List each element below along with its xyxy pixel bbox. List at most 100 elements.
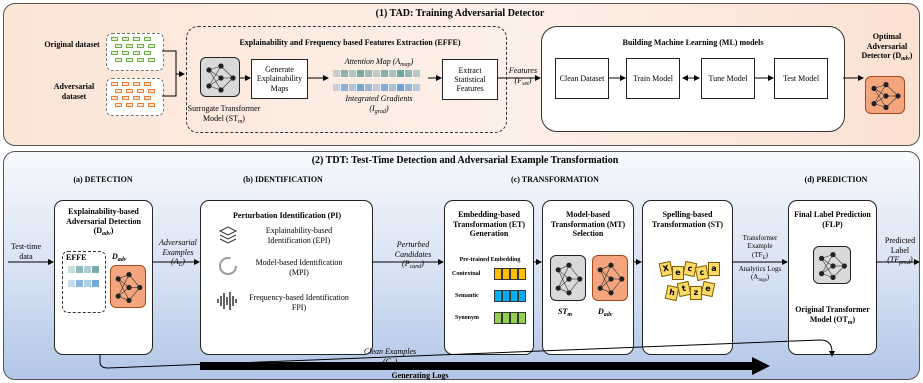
- optimal-detector-label: Optimal Adversarial Detector (Dadv): [861, 32, 913, 63]
- gradient-cell: [357, 84, 364, 91]
- st-title: Spelling-based Transformation (ST): [651, 210, 724, 229]
- tad-title: (1) TAD: Training Adversarial Detector: [375, 8, 545, 19]
- dataset-cell: [148, 44, 155, 48]
- gradient-cell: [397, 84, 404, 91]
- gradient-cell: [413, 84, 420, 91]
- generate-maps-box: Generate Explainability Maps: [251, 59, 308, 99]
- dataset-cell: [126, 89, 133, 93]
- igrad-label: (Igrad): [369, 104, 389, 115]
- predicted-label-text: Predicted Label (TFpred): [884, 236, 916, 267]
- embedding-cell: [494, 290, 502, 302]
- generating-logs-label: Generating Logs: [391, 371, 449, 380]
- embedding-cell: [502, 268, 510, 280]
- flp-title: Final Label Prediction (FLP): [794, 210, 871, 229]
- mt-dadv-icon: [592, 255, 628, 301]
- test-time-data-label: Test-time data: [10, 242, 42, 261]
- effe-cell: [68, 280, 75, 287]
- embedding-cell: [510, 312, 518, 324]
- dadv-icon: [110, 265, 146, 308]
- effe-cell: [84, 280, 91, 287]
- surrogate-model-icon: [200, 57, 240, 97]
- dataset-cell: [126, 58, 133, 62]
- contextual-label: Contextual: [452, 271, 481, 277]
- dataset-cell: [148, 58, 155, 62]
- dataset-cell: [111, 37, 118, 41]
- gradient-cell: [373, 84, 380, 91]
- dataset-cell: [144, 96, 151, 100]
- transformation-heading: (c) TRANSFORMATION: [511, 175, 599, 184]
- effe-mini-label: EFFE: [66, 253, 87, 262]
- attention-cell: [389, 70, 396, 77]
- embedding-cell: [502, 312, 510, 324]
- layers-icon: [218, 226, 238, 244]
- transformer-example-label: Transformer Example (TFE): [742, 234, 778, 261]
- optimal-detector-icon: [865, 76, 905, 114]
- dataset-cell: [111, 51, 118, 55]
- pi-box: [200, 200, 373, 355]
- ml-title: Building Machine Learning (ML) models: [622, 38, 764, 47]
- spinner-icon: [219, 257, 237, 275]
- gradient-cell: [381, 84, 388, 91]
- dataset-cell: [133, 51, 140, 55]
- dataset-cell: [148, 89, 155, 93]
- dataset-cell: [122, 51, 129, 55]
- stm-icon: [550, 255, 586, 301]
- mt-dadv-label: Dadv: [598, 307, 613, 318]
- et-title: Embedding-based Transformation (ET) Gene…: [452, 210, 526, 239]
- effe-cell: [92, 280, 99, 287]
- embedding-cell: [518, 290, 526, 302]
- attention-cell: [333, 70, 340, 77]
- dataset-cell: [137, 89, 144, 93]
- dataset-cell: [137, 58, 144, 62]
- dataset-cell: [137, 103, 144, 107]
- effe-cell: [92, 266, 99, 273]
- waveform-icon: [217, 292, 237, 310]
- dataset-cell: [122, 96, 129, 100]
- gradient-cell: [365, 84, 372, 91]
- dataset-cell: [115, 89, 122, 93]
- attention-cell: [397, 70, 404, 77]
- dataset-cell: [133, 82, 140, 86]
- embedding-cell: [510, 290, 518, 302]
- dataset-cell: [122, 82, 129, 86]
- effe-mini-region: [62, 251, 106, 313]
- semantic-label: Semantic: [455, 293, 479, 299]
- embedding-cell: [510, 268, 518, 280]
- gradient-cell: [405, 84, 412, 91]
- pretrained-label: Pre-trained Embedding: [459, 257, 521, 263]
- epi-label: Explainability-based Identification (EPI…: [265, 226, 333, 245]
- embedding-cell: [518, 312, 526, 324]
- synonym-label: Synonym: [455, 315, 480, 321]
- clean-dataset-box: Clean Dataset: [555, 58, 609, 99]
- identification-heading: (b) IDENTIFICATION: [243, 175, 323, 184]
- gradient-cell: [389, 84, 396, 91]
- tdt-title: (2) TDT: Test-Time Detection and Adversa…: [311, 155, 619, 166]
- perturbed-candidates-label: Perturbed Candidates (Pcand): [394, 240, 432, 271]
- dataset-cell: [144, 51, 151, 55]
- dataset-cell: [115, 103, 122, 107]
- effe-cell: [68, 266, 75, 273]
- adversarial-dataset-label: Adversarial dataset: [53, 82, 95, 101]
- test-model-box: Test Model: [774, 58, 828, 99]
- dataset-cell: [111, 82, 118, 86]
- effe-cell: [76, 266, 83, 273]
- spelling-letter-tile: a: [708, 262, 720, 276]
- dataset-cell: [144, 37, 151, 41]
- embedding-cell: [494, 268, 502, 280]
- original-model-label: Original Transformer Model (OTm): [795, 305, 870, 326]
- attention-map-label: Attention Map (Amap): [344, 57, 414, 68]
- generating-logs-arrow: [200, 357, 770, 375]
- features-label: Features (Fset): [508, 66, 538, 87]
- dadv-label: Dadv: [112, 252, 127, 263]
- dataset-cell: [126, 44, 133, 48]
- embedding-cell: [518, 268, 526, 280]
- prediction-heading: (d) PREDICTION: [804, 175, 868, 184]
- tune-model-box: Tune Model: [701, 58, 755, 99]
- dataset-cell: [115, 58, 122, 62]
- effe-cell: [76, 280, 83, 287]
- dataset-merge-line: [162, 50, 184, 97]
- gradient-cell: [341, 84, 348, 91]
- dataset-cell: [122, 37, 129, 41]
- dataset-cell: [111, 96, 118, 100]
